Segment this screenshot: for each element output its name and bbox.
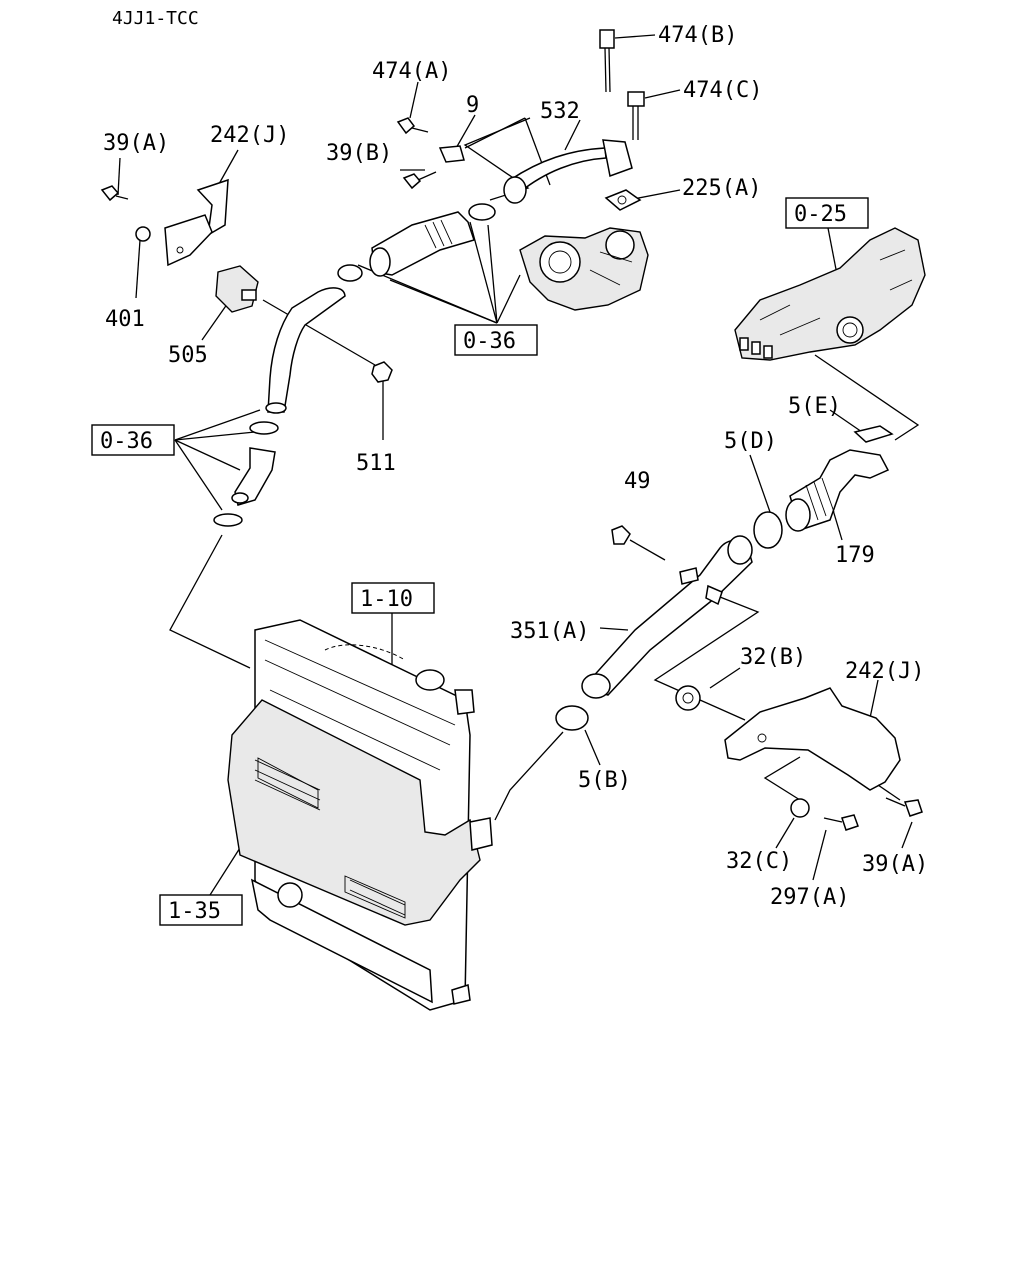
label-39a-bottom: 39(A) <box>862 852 928 877</box>
label-32c: 32(C) <box>726 849 792 874</box>
label-32b: 32(B) <box>740 645 806 670</box>
label-505: 505 <box>168 343 208 368</box>
radiator-intercooler <box>227 619 493 1011</box>
label-511: 511 <box>356 451 396 476</box>
label-225a: 225(A) <box>682 176 761 201</box>
label-242j-top: 242(J) <box>210 123 289 148</box>
turbocharger <box>519 227 649 311</box>
clamp-turbo-a <box>337 264 363 282</box>
gasket-225a <box>604 189 642 211</box>
nut-49 <box>611 525 631 545</box>
bolt-474c <box>627 91 645 140</box>
washer-32c <box>790 798 810 818</box>
label-179: 179 <box>835 543 875 568</box>
bolt-39a-bottom <box>885 797 923 817</box>
label-297a: 297(A) <box>770 885 849 910</box>
label-5b: 5(B) <box>578 768 631 793</box>
label-474b: 474(B) <box>658 23 737 48</box>
ref-box-110[interactable]: 1-10 <box>351 582 435 614</box>
clamp-5b <box>555 705 589 731</box>
ref-036-center-text: 0-36 <box>463 329 516 354</box>
bolt-474b <box>599 29 615 93</box>
label-9: 9 <box>466 93 479 118</box>
mount-505 <box>215 265 259 313</box>
pipe-351a <box>581 535 753 699</box>
intake-manifold <box>734 227 926 361</box>
label-532: 532 <box>540 99 580 124</box>
label-49: 49 <box>624 469 651 494</box>
bolt-39a-top <box>100 185 129 202</box>
ref-box-036-center[interactable]: 0-36 <box>454 324 538 356</box>
label-5e: 5(E) <box>788 394 841 419</box>
ref-box-025[interactable]: 0-25 <box>785 197 869 229</box>
label-242j-bottom: 242(J) <box>845 659 924 684</box>
part-labels: 474(A) 474(B) 474(C) 9 532 39(A) 242(J) … <box>103 23 928 910</box>
ref-025-text: 0-25 <box>794 202 847 227</box>
reference-boxes: 0-36 0-36 0-25 1-10 1-35 <box>91 197 869 926</box>
ref-box-135[interactable]: 1-35 <box>159 894 243 926</box>
ref-110-text: 1-10 <box>360 587 413 612</box>
bracket-242j-bottom <box>724 687 901 801</box>
bolt-297a <box>823 814 859 831</box>
clamp-5e <box>853 425 894 443</box>
pipe-532 <box>503 139 633 204</box>
label-39a-top: 39(A) <box>103 131 169 156</box>
ref-036-left-text: 0-36 <box>100 429 153 454</box>
bracket-242j-top <box>164 178 229 267</box>
label-401: 401 <box>105 307 145 332</box>
label-351a: 351(A) <box>510 619 589 644</box>
bolt-39b <box>402 171 437 190</box>
label-39b: 39(B) <box>326 141 392 166</box>
clamp-turbo-b <box>468 203 496 221</box>
label-5d: 5(D) <box>724 429 777 454</box>
label-474c: 474(C) <box>683 78 762 103</box>
model-code: 4JJ1-TCC <box>112 8 199 29</box>
nut-401 <box>135 226 151 242</box>
hose-turbo-inlet <box>369 211 475 277</box>
pipe-left-upper <box>249 287 346 435</box>
hose-179 <box>785 449 890 532</box>
clamp-5d <box>753 511 783 549</box>
washer-32b <box>675 685 701 711</box>
ref-box-036-left[interactable]: 0-36 <box>91 424 175 456</box>
bolt-474a <box>396 117 429 135</box>
ref-135-text: 1-35 <box>168 899 221 924</box>
gasket-9 <box>438 145 465 163</box>
hose-left-lower <box>213 447 276 527</box>
nut-511 <box>371 361 393 383</box>
label-474a: 474(A) <box>372 59 451 84</box>
